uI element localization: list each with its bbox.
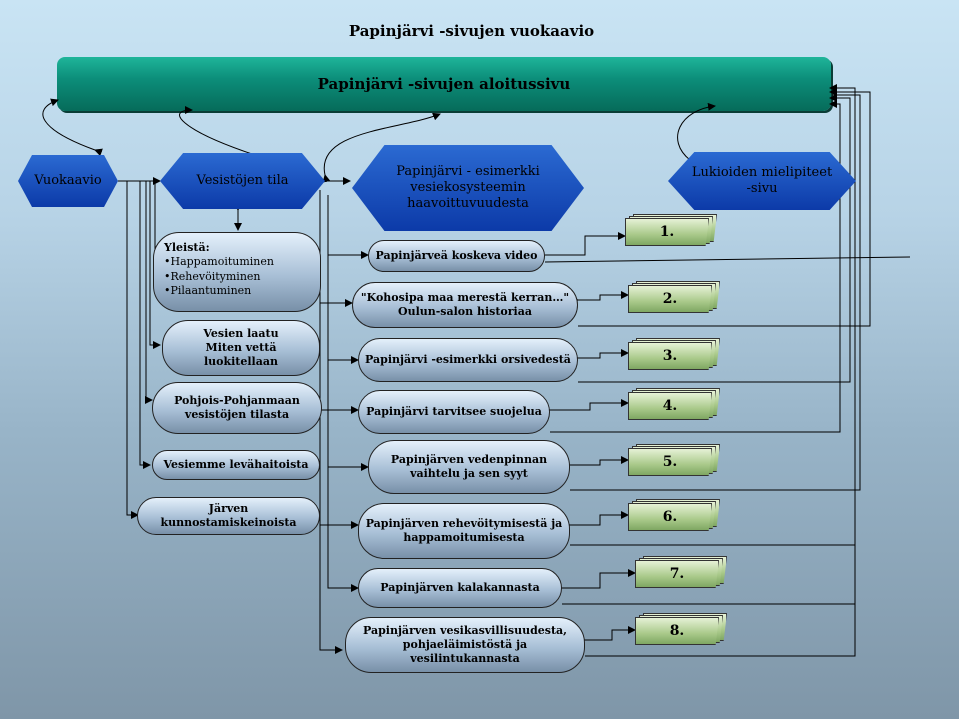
pill-history-label: "Kohosipa maa merestä kerran…" Oulun-sal… [360, 290, 570, 318]
pill-video[interactable]: Papinjärveä koskeva video [368, 240, 545, 272]
sheet [628, 448, 712, 476]
page-stack-number: 8. [669, 623, 685, 639]
pill-orsivesi[interactable]: Papinjärvi -esimerkki orsivedestä [358, 338, 578, 382]
hex-flowchart-label: Vuokaavio [34, 172, 102, 188]
page-stack-5[interactable]: 5. [628, 444, 720, 480]
pill-vegetation[interactable]: Papinjärven vesikasvillisuudesta, pohjae… [345, 617, 585, 673]
hex-flowchart[interactable]: Vuokaavio [18, 155, 118, 207]
page-stack-8[interactable]: 8. [635, 613, 727, 649]
hex-papinjarvi-example-label: Papinjärvi - esimerkki vesiekosysteemin … [396, 163, 540, 212]
pill-algae[interactable]: Vesiemme levähaitoista [152, 450, 320, 480]
page-stack-2[interactable]: 2. [628, 281, 720, 317]
start-page-label: Papinjärvi -sivujen aloitussivu [317, 75, 571, 93]
pill-protection-label: Papinjärvi tarvitsee suojelua [366, 404, 542, 418]
pill-vegetation-label: Papinjärven vesikasvillisuudesta, pohjae… [362, 623, 567, 666]
pill-restoration-label: Järven kunnostamiskeinoista [160, 501, 297, 529]
pill-orsivesi-label: Papinjärvi -esimerkki orsivedestä [365, 352, 571, 366]
pill-water-level[interactable]: Papinjärven vedenpinnan vaihtelu ja sen … [368, 440, 570, 494]
page-stack-number: 7. [669, 566, 685, 582]
pill-water-level-label: Papinjärven vedenpinnan vaihtelu ja sen … [390, 452, 548, 480]
page-stack-number: 6. [662, 509, 678, 525]
page-stack-number: 4. [662, 398, 678, 414]
pill-video-label: Papinjärveä koskeva video [375, 248, 538, 262]
pill-general[interactable]: Yleistä: •Happamoituminen •Rehevöitymine… [153, 232, 321, 312]
page-stack-1[interactable]: 1. [625, 214, 717, 250]
pill-eutrophication-label: Papinjärven rehevöitymisestä ja happamoi… [365, 516, 563, 544]
page-title: Papinjärvi -sivujen vuokaavio [348, 22, 595, 40]
sheet [625, 218, 709, 246]
sheet [628, 342, 712, 370]
pill-fish-stock-label: Papinjärven kalakannasta [380, 580, 540, 594]
pill-fish-stock[interactable]: Papinjärven kalakannasta [358, 568, 562, 608]
pill-water-quality-label: Vesien laatu Miten vettä luokitellaan [203, 326, 279, 369]
page-stack-number: 3. [662, 348, 678, 364]
hex-waters-state-label: Vesistöjen tila [196, 172, 289, 188]
sheet [635, 617, 719, 645]
pill-history[interactable]: "Kohosipa maa merestä kerran…" Oulun-sal… [352, 282, 578, 328]
page-stack-3[interactable]: 3. [628, 338, 720, 374]
pill-algae-label: Vesiemme levähaitoista [163, 457, 309, 471]
page-stack-4[interactable]: 4. [628, 388, 720, 424]
pill-eutrophication[interactable]: Papinjärven rehevöitymisestä ja happamoi… [358, 503, 570, 559]
page-stack-7[interactable]: 7. [635, 556, 727, 592]
pill-pohjois-pohjanmaa[interactable]: Pohjois-Pohjanmaan vesistöjen tilasta [152, 382, 322, 434]
page-stack-number: 1. [659, 224, 675, 240]
hex-papinjarvi-example[interactable]: Papinjärvi - esimerkki vesiekosysteemin … [352, 145, 584, 231]
page-stack-number: 2. [662, 291, 678, 307]
hex-opinions-page-label: Lukioiden mielipiteet -sivu [691, 164, 833, 196]
hex-opinions-page[interactable]: Lukioiden mielipiteet -sivu [668, 152, 856, 210]
hex-waters-state[interactable]: Vesistöjen tila [160, 153, 325, 209]
pill-protection[interactable]: Papinjärvi tarvitsee suojelua [358, 390, 550, 434]
page-stack-number: 5. [662, 454, 678, 470]
page-stack-6[interactable]: 6. [628, 499, 720, 535]
pill-general-content: Yleistä: •Happamoituminen •Rehevöitymine… [164, 241, 274, 297]
pill-restoration[interactable]: Järven kunnostamiskeinoista [137, 497, 320, 535]
start-page-bar[interactable]: Papinjärvi -sivujen aloitussivu [57, 57, 831, 111]
pill-water-quality[interactable]: Vesien laatu Miten vettä luokitellaan [162, 320, 320, 376]
pill-pohjois-pohjanmaa-label: Pohjois-Pohjanmaan vesistöjen tilasta [174, 393, 300, 421]
sheet [628, 285, 712, 313]
